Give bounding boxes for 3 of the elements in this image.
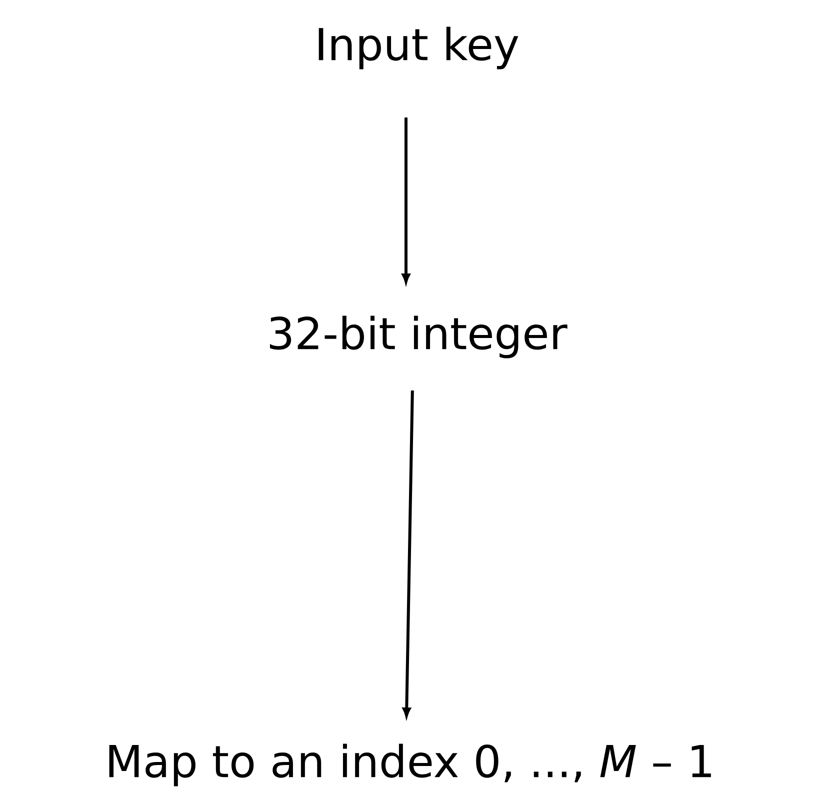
text-label: Input key (318, 26, 518, 70)
text-label: Map to an index 0, ..., M – 1 (109, 744, 711, 786)
text-label: 32-bit integer (270, 316, 568, 358)
